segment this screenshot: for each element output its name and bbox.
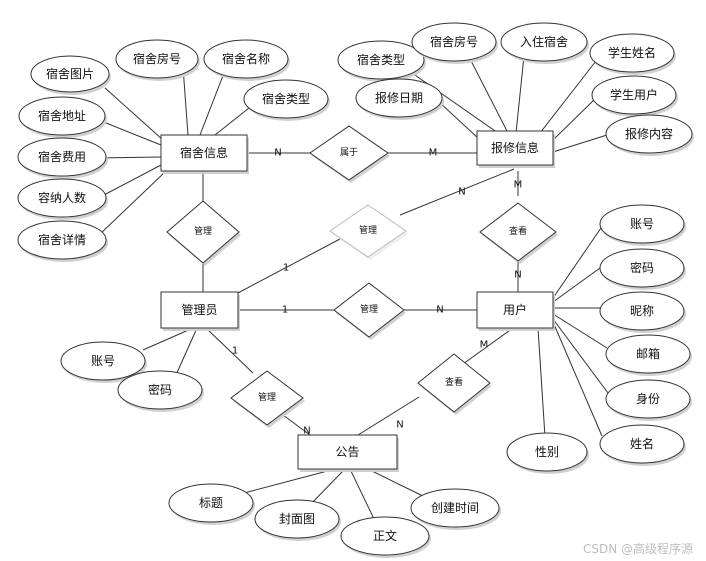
attribute-label: 宿舍费用 (38, 149, 86, 164)
attribute-dorm-address: 宿舍地址 (18, 96, 107, 138)
entity-repair-info: 报修信息 (476, 130, 555, 168)
attribute-checkin-dorm: 入住宿舍 (500, 22, 589, 64)
relationship-label: 管理 (194, 225, 212, 237)
entity-dorm-info: 宿舍信息 (160, 134, 249, 174)
cardinality-manage-mid-user: N (436, 305, 443, 316)
attribute-label: 宿舍图片 (46, 66, 94, 81)
attribute-label: 昵称 (630, 304, 654, 318)
attribute-user-account: 账号 (599, 204, 686, 246)
entity-notice: 公告 (297, 434, 399, 472)
attribute-repair-content: 报修内容 (605, 114, 694, 156)
attribute-student-name: 学生姓名 (589, 33, 676, 75)
cardinality-user-view-bottom: M (480, 340, 489, 351)
relationship-label: 管理 (258, 391, 276, 403)
relationship-manage-bottom: 管理 (230, 370, 305, 428)
attribute-nickname: 昵称 (599, 291, 686, 333)
attribute-label: 学生姓名 (608, 45, 656, 60)
attribute-label: 性别 (535, 445, 559, 459)
cardinality-manage-bottom-notice: N (303, 426, 310, 437)
entity-admin: 管理员 (160, 291, 240, 331)
relationship-belongs: 属于 (309, 125, 390, 183)
attribute-student-user: 学生用户 (591, 75, 678, 117)
attribute-label: 身份 (636, 391, 660, 406)
cardinality-view-bottom-notice: N (396, 420, 403, 431)
relationship-label: 管理 (360, 303, 378, 315)
cardinality-admin-manage-bottom: 1 (232, 346, 238, 357)
attribute-label: 宿舍类型 (262, 91, 310, 106)
entity-label: 报修信息 (491, 140, 539, 155)
attribute-label: 创建时间 (431, 501, 479, 515)
attribute-label: 宿舍地址 (38, 108, 86, 123)
cardinality-belongs-repair: M (429, 148, 438, 159)
attribute-capacity: 容纳人数 (17, 178, 108, 220)
attribute-label: 宿舍名称 (222, 51, 270, 66)
attribute-label: 宿舍详情 (38, 232, 86, 247)
attribute-repair-room-no: 宿舍房号 (411, 22, 498, 64)
attribute-email: 邮箱 (605, 334, 692, 376)
attribute-label: 入住宿舍 (520, 34, 568, 49)
attributes-layer: 宿舍图片宿舍房号宿舍名称宿舍类型宿舍地址宿舍费用容纳人数宿舍详情宿舍类型宿舍房号… (17, 22, 694, 558)
attribute-dorm-type: 宿舍类型 (243, 79, 330, 121)
relationship-view-bottom: 查看 (417, 353, 492, 415)
attribute-dorm-detail: 宿舍详情 (17, 220, 108, 262)
relationships-layer: 属于管理管理管理查看管理查看 (166, 125, 558, 428)
entity-label: 宿舍信息 (180, 145, 228, 160)
relationship-label: 管理 (359, 224, 377, 236)
attribute-label: 姓名 (630, 436, 654, 451)
attribute-cover: 封面图 (254, 499, 341, 541)
attribute-dorm-room-no: 宿舍房号 (115, 39, 200, 81)
attribute-label: 密码 (630, 260, 654, 275)
attribute-dorm-fee: 宿舍费用 (17, 137, 108, 179)
attribute-label: 账号 (91, 354, 115, 368)
attribute-label: 宿舍房号 (430, 34, 478, 49)
attribute-label: 报修日期 (375, 90, 423, 105)
attribute-user-password: 密码 (599, 248, 686, 290)
attribute-label: 标题 (199, 496, 223, 510)
entity-label: 用户 (503, 302, 527, 317)
entity-user: 用户 (476, 291, 555, 331)
attribute-label: 宿舍房号 (133, 51, 181, 66)
relationship-manage-diag: 管理 (329, 204, 408, 260)
relationship-manage-top: 管理 (166, 200, 241, 266)
cardinality-diag-repair: N (458, 187, 465, 198)
attribute-label: 正文 (373, 528, 397, 543)
attribute-body: 正文 (340, 516, 431, 558)
watermark: CSDN @高级程序源 (583, 541, 693, 556)
attribute-label: 报修内容 (625, 126, 673, 141)
relationship-manage-mid: 管理 (333, 282, 406, 340)
entity-label: 公告 (335, 445, 359, 459)
cardinality-dorm-belongs: N (274, 148, 281, 159)
attribute-dorm-name: 宿舍名称 (203, 39, 290, 81)
cardinality-view-user: N (514, 270, 521, 281)
attribute-gender: 性别 (506, 432, 589, 474)
relationship-view-right: 查看 (479, 202, 558, 264)
attribute-admin-account: 账号 (60, 341, 147, 383)
attribute-label: 密码 (148, 382, 172, 397)
attribute-repair-date: 报修日期 (355, 78, 444, 120)
relationship-label: 查看 (509, 225, 527, 237)
attribute-dorm-image: 宿舍图片 (30, 55, 111, 95)
attribute-identity: 身份 (605, 379, 692, 421)
attribute-repair-dorm-type: 宿舍类型 (337, 40, 426, 82)
attribute-title: 标题 (168, 483, 255, 525)
attribute-label: 账号 (630, 217, 654, 231)
attribute-label: 学生用户 (610, 87, 658, 102)
entity-label: 管理员 (181, 302, 217, 317)
attribute-label: 邮箱 (636, 346, 660, 361)
cardinality-admin-manage-mid: 1 (282, 305, 288, 316)
attribute-created-time: 创建时间 (410, 488, 501, 530)
relationship-label: 属于 (340, 147, 358, 158)
cardinality-diag-admin: 1 (283, 263, 289, 274)
attribute-label: 封面图 (279, 512, 315, 526)
attribute-label: 宿舍类型 (357, 52, 405, 67)
attribute-real-name: 姓名 (599, 424, 686, 466)
relationship-label: 查看 (445, 376, 463, 388)
attribute-admin-password: 密码 (117, 370, 204, 412)
cardinality-repair-view: M (514, 180, 523, 191)
attribute-label: 容纳人数 (38, 190, 86, 205)
